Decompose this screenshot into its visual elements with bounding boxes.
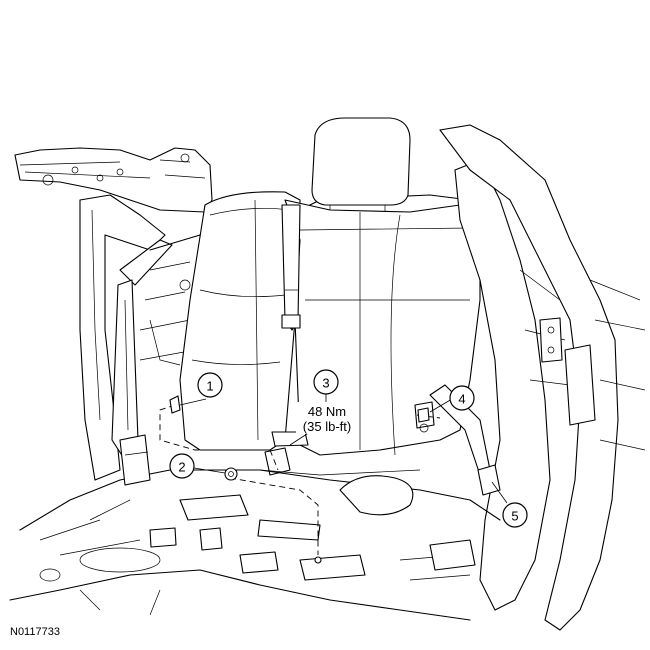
torque-spec: 48 Nm (35 lb-ft)	[296, 402, 358, 434]
bolt-4	[417, 407, 430, 423]
callout-3-number: 3	[322, 376, 329, 391]
nut-3	[314, 556, 322, 564]
seat-buckle-area	[170, 431, 421, 476]
callout-2: 2	[169, 453, 195, 479]
bolt-1	[169, 395, 181, 414]
leader-lines	[179, 394, 508, 504]
callout-2-number: 2	[178, 460, 185, 475]
headrest	[311, 117, 411, 215]
floor-pan	[9, 469, 501, 621]
bolt-2	[224, 467, 238, 481]
callout-1: 1	[197, 372, 223, 398]
left-c-pillar	[79, 194, 173, 481]
torque-imperial: (35 lb-ft)	[303, 419, 351, 434]
left-roof-rail	[14, 147, 213, 213]
right-quarter-trim	[439, 124, 646, 631]
callout-1-number: 1	[206, 379, 213, 394]
torque-metric: 48 Nm	[308, 404, 346, 419]
callout-4-number: 4	[458, 392, 465, 407]
callout-3: 3	[313, 369, 339, 395]
fasteners	[169, 395, 430, 564]
callout-4: 4	[449, 385, 475, 411]
center-belt-webbing	[281, 204, 301, 331]
callout-5: 5	[502, 502, 528, 528]
figure-id: N0117733	[10, 626, 60, 638]
left-buckle-hardware	[119, 434, 151, 486]
callout-5-number: 5	[511, 509, 518, 524]
